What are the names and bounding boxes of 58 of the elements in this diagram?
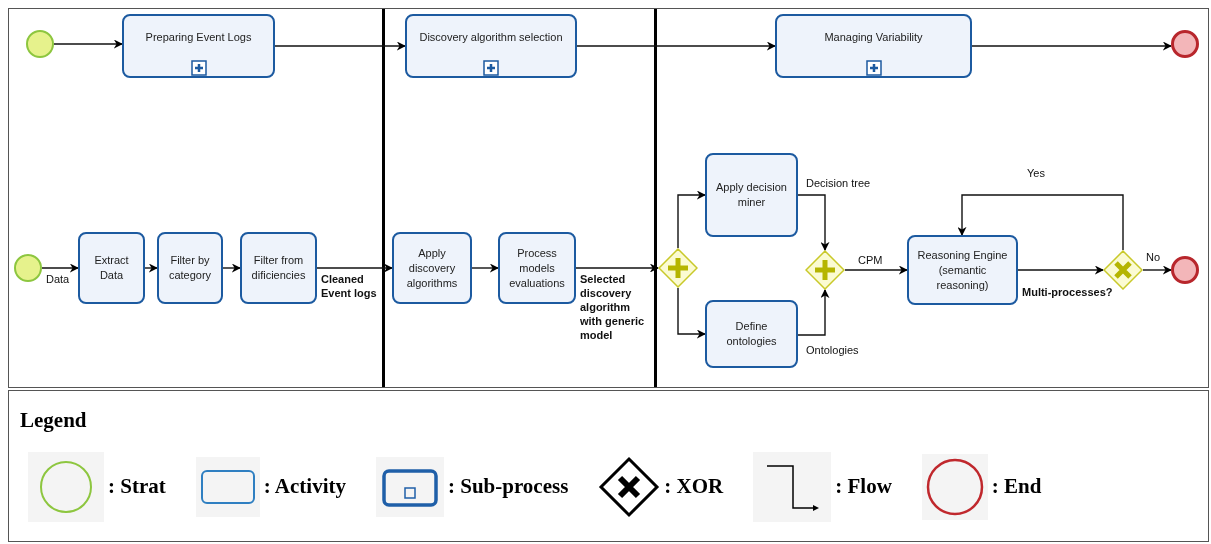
- activity-label: Reasoning Engine (semantic reasoning): [916, 247, 1009, 293]
- flow-arrow: [971, 41, 1172, 51]
- activity-box: [907, 235, 1018, 305]
- activity-label: Apply decision miner: [715, 180, 788, 210]
- activity-label: Preparing Event Logs: [145, 30, 252, 45]
- activity-label: Define ontologies: [725, 319, 778, 349]
- flow-arrow: [844, 265, 908, 275]
- flow-arrow: [576, 41, 776, 51]
- subprocess-box: [775, 14, 972, 78]
- legend-text: : Activity: [263, 473, 346, 501]
- activity-label: Apply discovery algorithms: [405, 245, 459, 291]
- edge-label: CPM: [858, 253, 883, 267]
- activity-label: Filter from dificiencies: [250, 253, 307, 283]
- legend-text: : Sub-process: [447, 473, 569, 501]
- edge-label: Selected discovery algorithm with generic model: [580, 272, 652, 342]
- subprocess-box: [122, 14, 275, 78]
- exclusive-gateway-diamond: [1103, 250, 1143, 290]
- edge-label: Multi-processes?: [1022, 285, 1113, 299]
- activity-box: [705, 300, 798, 368]
- edge-label: Yes: [1027, 166, 1045, 180]
- edge-label: No: [1146, 250, 1161, 264]
- edge-label: Decision tree: [806, 176, 871, 190]
- activity-box: [705, 153, 798, 237]
- flow-arrow: [1017, 265, 1104, 275]
- flow-arrow: [797, 194, 830, 251]
- parallel-gateway-diamond: [805, 250, 845, 290]
- flow-arrow: [53, 39, 123, 49]
- activity-label: Filter by category: [167, 253, 213, 283]
- flow-arrow: [144, 263, 158, 273]
- flow-arrow: [575, 263, 659, 273]
- legend-text: : Flow: [835, 473, 892, 501]
- flow-arrow: [797, 289, 830, 336]
- subprocess-box: [405, 14, 577, 78]
- activity-box: [498, 232, 576, 304]
- flow-arrow: [222, 263, 241, 273]
- activity-box: [392, 232, 472, 304]
- flow-arrow: [957, 194, 1124, 251]
- activity-label: Process models evaluations: [508, 245, 566, 291]
- activity-box: [78, 232, 145, 304]
- edge-label: Data: [46, 272, 70, 286]
- legend-title: Legend: [20, 407, 87, 434]
- edge-label: Ontologies: [806, 343, 859, 357]
- flow-arrow: [677, 287, 706, 339]
- flow-arrow: [41, 263, 79, 273]
- flow-arrow: [1142, 265, 1172, 275]
- activity-box: [240, 232, 317, 304]
- legend-text: : End: [991, 473, 1042, 501]
- activity-label: Managing Variability: [824, 30, 923, 45]
- flow-arrow: [677, 190, 706, 249]
- flow-arrow: [471, 263, 499, 273]
- legend-text: : Strat: [108, 473, 166, 501]
- flow-arrow: [316, 263, 393, 273]
- activity-box: [157, 232, 223, 304]
- legend-text: : XOR: [664, 473, 724, 501]
- activity-label: Discovery algorithm selection: [419, 30, 563, 45]
- activity-label: Extract Data: [93, 253, 130, 283]
- parallel-gateway-diamond: [658, 248, 698, 288]
- flow-arrow: [274, 41, 406, 51]
